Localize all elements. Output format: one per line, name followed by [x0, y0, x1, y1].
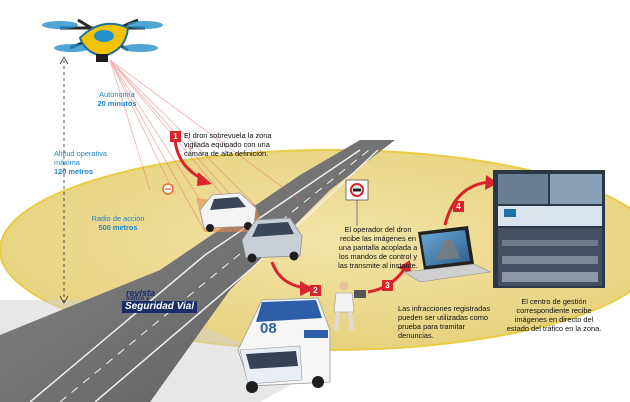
step2-description: El operador del dron recibe las imágenes…	[338, 225, 418, 270]
step2-arrow-head	[300, 281, 314, 296]
laptop-icon	[403, 226, 491, 283]
traffic-van: 08	[237, 297, 331, 393]
logo-line3: Seguridad Vial	[122, 301, 198, 313]
altitude-arrow-bottom	[59, 295, 69, 304]
radius-value: 500 metros	[98, 223, 138, 232]
radius-label: Radio de acción 500 metros	[78, 214, 158, 232]
road-edge-line	[29, 149, 361, 402]
revista-logo: revista tráfico y Seguridad Vial	[122, 289, 202, 313]
altitude-title-line2: máxima	[54, 158, 80, 167]
white-suv	[199, 192, 257, 232]
altitude-value: 120 metros	[54, 167, 94, 176]
autonomy-value: 20 minutos	[97, 99, 137, 108]
step1-arrow-head	[197, 172, 212, 186]
operator-figure	[333, 281, 366, 331]
logo-line2: tráfico y	[126, 296, 150, 302]
altitude-label: Altitud operativa máxima 120 metros	[54, 149, 134, 176]
grey-car	[241, 217, 303, 263]
autonomy-title: Autonomía	[99, 90, 135, 99]
logo-line1: revista	[126, 288, 156, 298]
road-edge-line	[94, 149, 379, 402]
step1-description: El dron sobrevuela la zona vigilada equi…	[184, 131, 272, 158]
step4-arrow-head	[485, 175, 498, 190]
radius-title: Radio de acción	[91, 214, 145, 223]
camera-sign-icon	[345, 179, 369, 226]
step-number-1: 1	[170, 131, 181, 142]
step-number-4: 4	[453, 201, 464, 212]
van-number: 08	[260, 320, 277, 337]
step4-description: El centro de gestión correspondiente rec…	[506, 297, 602, 333]
road	[0, 140, 395, 402]
altitude-title-line1: Altitud operativa	[54, 149, 107, 158]
control-center-image	[493, 170, 605, 288]
step-number-2: 2	[310, 285, 321, 296]
autonomy-label: Autonomía 20 minutos	[82, 90, 152, 108]
camera-beams	[109, 59, 301, 233]
step-number-3: 3	[382, 280, 393, 291]
step4-arrow	[443, 180, 491, 226]
step3-description: Las infracciones registradas pueden ser …	[398, 304, 491, 340]
step3-arrow-head	[398, 260, 411, 274]
drone-icon	[42, 18, 163, 62]
altitude-arrow-top	[59, 56, 69, 65]
